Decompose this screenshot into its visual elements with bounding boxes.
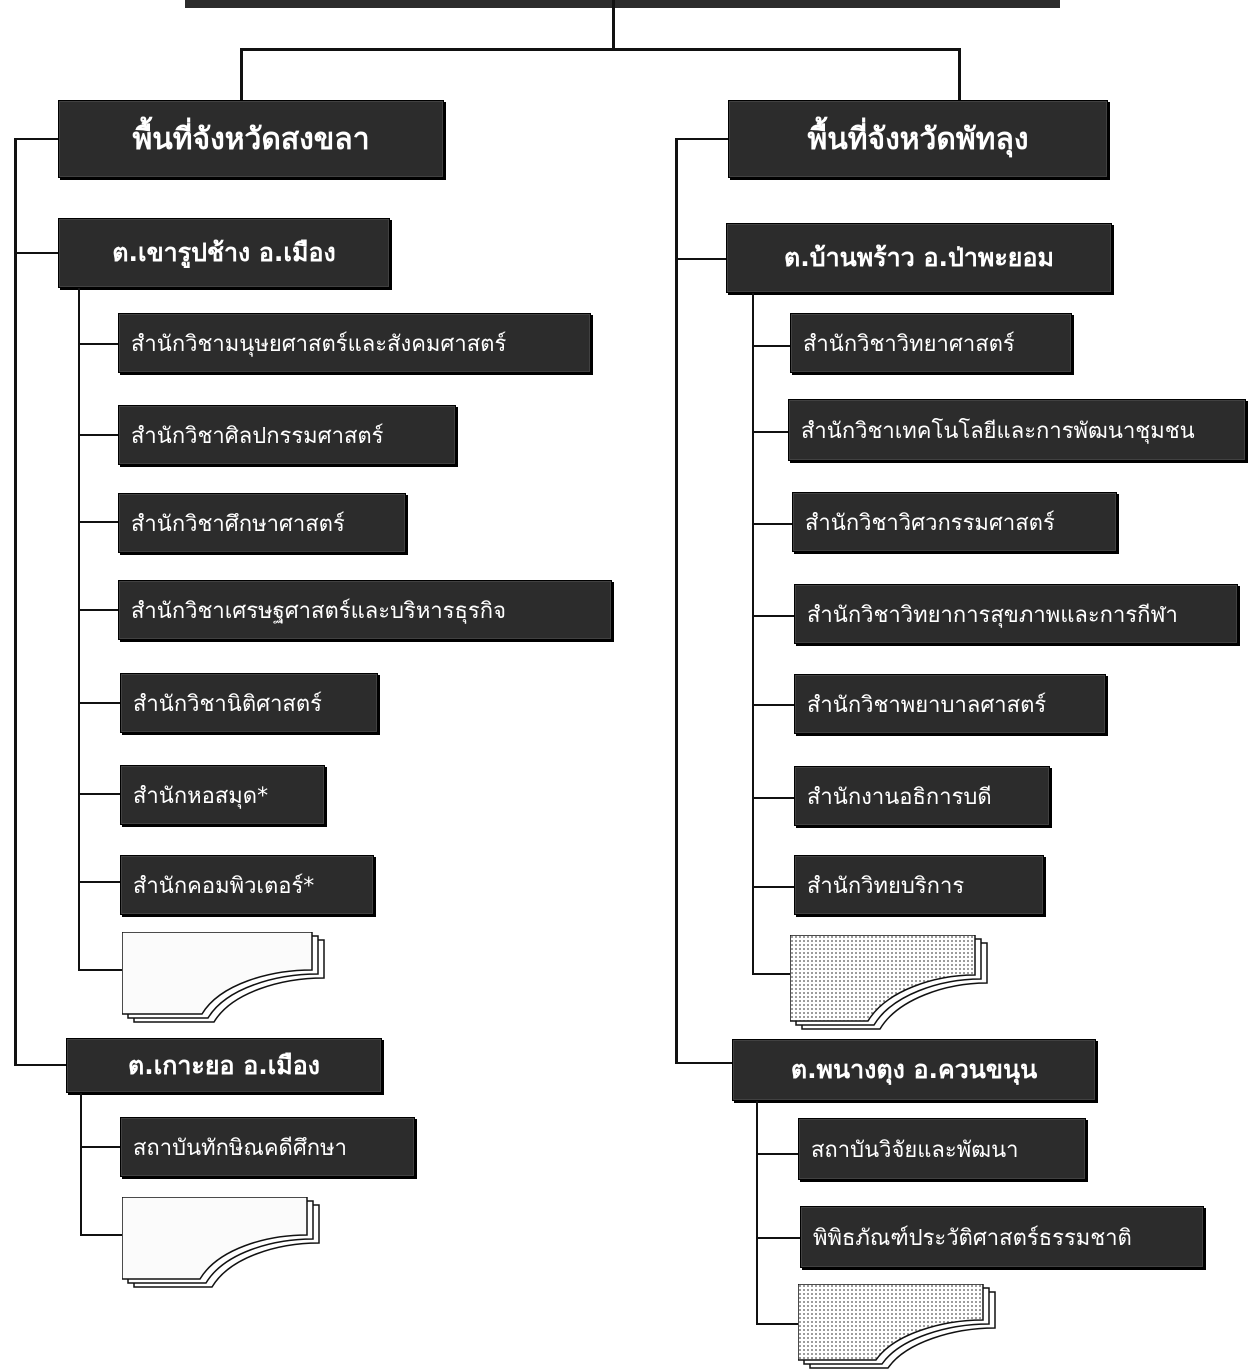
unit-label: สำนักวิชามนุษยศาสตร์และสังคมศาสตร์	[131, 331, 507, 357]
connector	[752, 345, 790, 347]
campus-ko-yo: ต.เกาะยอ อ.เมือง	[66, 1038, 382, 1093]
connector	[14, 1064, 68, 1066]
connector	[675, 138, 678, 1063]
unit-label: สำนักวิชาวิทยาการสุขภาพและการกีฬา	[807, 602, 1178, 628]
campus-phanang-tung: ต.พนางตุง อ.ควนขนุน	[732, 1039, 1096, 1101]
unit-box: สำนักวิชาเศรษฐศาสตร์และบริหารธุรกิจ	[118, 580, 612, 640]
unit-label: สำนักวิชาพยาบาลศาสตร์	[807, 692, 1047, 718]
connector	[958, 48, 961, 100]
unit-box: สำนักวิชามนุษยศาสตร์และสังคมศาสตร์	[118, 313, 591, 373]
campus-title: ต.เกาะยอ อ.เมือง	[127, 1050, 320, 1080]
unit-box: สำนักงานอธิการบดี	[794, 766, 1050, 826]
connector	[80, 1234, 124, 1236]
document-stack-icon	[798, 1284, 998, 1370]
connector	[675, 138, 730, 140]
unit-box: สำนักวิทยบริการ	[794, 855, 1044, 915]
root-node-bar	[185, 0, 1060, 8]
connector	[14, 138, 17, 1065]
connector	[14, 138, 60, 140]
unit-label: สถาบันทักษิณคดีศึกษา	[133, 1135, 347, 1161]
connector	[612, 0, 615, 50]
unit-box: สำนักหอสมุด*	[120, 765, 325, 825]
campus-title: ต.บ้านพร้าว อ.ป่าพะยอม	[784, 243, 1054, 272]
unit-label: สำนักวิชาศึกษาศาสตร์	[131, 511, 345, 537]
campus-khao-rup-chang: ต.เขารูปช้าง อ.เมือง	[58, 218, 390, 288]
area-songkhla: พื้นที่จังหวัดสงขลา	[58, 100, 444, 178]
unit-box: พิพิธภัณฑ์ประวัติศาสตร์ธรรมชาติ	[800, 1206, 1204, 1268]
area-title: พื้นที่จังหวัดพัทลุง	[807, 121, 1029, 157]
connector	[78, 343, 118, 345]
unit-label: สถาบันวิจัยและพัฒนา	[811, 1137, 1019, 1163]
connector	[78, 793, 120, 795]
connector	[78, 609, 118, 611]
connector	[675, 258, 730, 260]
unit-label: สำนักวิชาวิศวกรรมศาสตร์	[805, 510, 1055, 536]
connector	[14, 252, 60, 254]
connector	[756, 1153, 798, 1155]
unit-label: สำนักหอสมุด*	[133, 783, 269, 809]
connector	[78, 881, 120, 883]
unit-box: สำนักวิชาเทคโนโลยีและการพัฒนาชุมชน	[788, 399, 1246, 461]
unit-label: สำนักวิทยบริการ	[807, 873, 965, 899]
connector	[240, 48, 960, 51]
connector	[752, 704, 794, 706]
connector	[752, 797, 794, 799]
unit-label: สำนักวิชาเศรษฐศาสตร์และบริหารธุรกิจ	[131, 598, 506, 624]
unit-label: สำนักวิชาเทคโนโลยีและการพัฒนาชุมชน	[801, 418, 1195, 444]
document-stack-icon	[790, 935, 990, 1031]
unit-box: สถาบันทักษิณคดีศึกษา	[120, 1117, 415, 1177]
connector	[80, 1093, 82, 1235]
campus-title: ต.เขารูปช้าง อ.เมือง	[112, 238, 336, 267]
connector	[756, 1101, 758, 1325]
unit-label: สำนักวิชานิติศาสตร์	[133, 691, 322, 717]
document-stack-icon	[122, 1197, 322, 1289]
connector	[752, 431, 788, 433]
unit-box: สำนักวิชาวิทยาศาสตร์	[790, 313, 1072, 373]
connector	[80, 1146, 120, 1148]
connector	[78, 288, 80, 971]
unit-box: สำนักวิชาพยาบาลศาสตร์	[794, 674, 1106, 734]
connector	[752, 523, 792, 525]
unit-label: สำนักงานอธิการบดี	[807, 784, 992, 810]
unit-box: สำนักวิชาศิลปกรรมศาสตร์	[118, 405, 456, 465]
unit-box: สำนักวิชานิติศาสตร์	[120, 673, 378, 733]
connector	[756, 1323, 800, 1325]
connector	[78, 969, 124, 971]
connector	[752, 293, 754, 975]
connector	[240, 48, 243, 100]
area-title: พื้นที่จังหวัดสงขลา	[132, 121, 370, 157]
unit-label: สำนักวิชาวิทยาศาสตร์	[803, 331, 1015, 357]
campus-title: ต.พนางตุง อ.ควนขนุน	[790, 1055, 1038, 1084]
connector	[78, 521, 118, 523]
campus-ban-phrao: ต.บ้านพร้าว อ.ป่าพะยอม	[726, 223, 1112, 293]
unit-box: สำนักวิชาวิทยาการสุขภาพและการกีฬา	[794, 584, 1238, 644]
connector	[752, 615, 794, 617]
unit-box: สถาบันวิจัยและพัฒนา	[798, 1118, 1086, 1180]
connector	[752, 973, 792, 975]
unit-box: สำนักวิชาศึกษาศาสตร์	[118, 493, 406, 553]
connector	[756, 1237, 800, 1239]
unit-box: สำนักคอมพิวเตอร์*	[120, 855, 374, 915]
unit-label: พิพิธภัณฑ์ประวัติศาสตร์ธรรมชาติ	[813, 1225, 1132, 1251]
connector	[752, 886, 794, 888]
connector	[675, 1062, 733, 1064]
area-phatthalung: พื้นที่จังหวัดพัทลุง	[728, 100, 1108, 178]
unit-box: สำนักวิชาวิศวกรรมศาสตร์	[792, 492, 1117, 552]
unit-label: สำนักคอมพิวเตอร์*	[133, 873, 315, 899]
unit-label: สำนักวิชาศิลปกรรมศาสตร์	[131, 423, 384, 449]
connector	[78, 434, 118, 436]
document-stack-icon	[122, 932, 327, 1024]
connector	[78, 702, 120, 704]
